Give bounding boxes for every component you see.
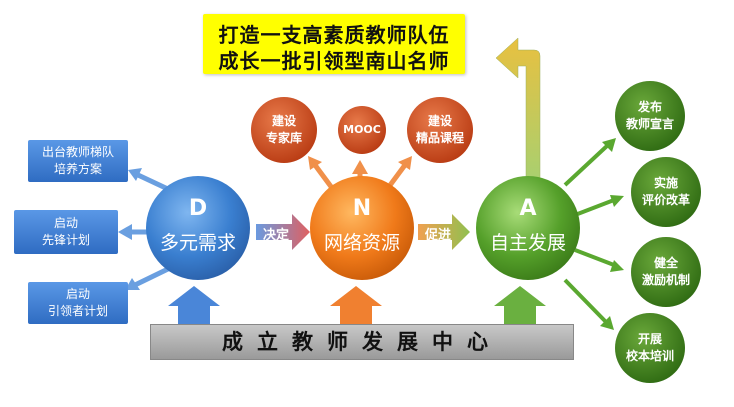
right-incentive-line2: 激励机制 [641, 273, 690, 287]
resource-circle-courses [407, 97, 473, 163]
right-circle-incentive [631, 237, 701, 307]
stage-letter-n: N [352, 196, 372, 221]
right-circle-reform [631, 157, 701, 227]
foundation-bar: 成立教师发展中心 [150, 324, 574, 360]
right-reform-text: 实施 评价改革 [631, 175, 701, 209]
title-line-2: 成长一批引领型南山名师 [218, 49, 450, 73]
title-line-1: 打造一支高素质教师队伍 [218, 23, 450, 47]
resource-mooc-line1: MOOC [343, 123, 381, 136]
left-box-leader-line2: 引领者计划 [47, 304, 108, 318]
left-box-ladder [28, 140, 128, 182]
resource-expert-line1: 建设 [271, 114, 296, 128]
connector-decide-label: 决定 [262, 228, 289, 243]
right-arrows [563, 138, 624, 330]
right-reform-line1: 实施 [653, 176, 678, 190]
left-box-pioneer [14, 210, 118, 254]
resource-circle-expert [251, 97, 317, 163]
left-box-leader [28, 282, 128, 324]
foundation-arrows [168, 286, 546, 326]
resource-mooc-text: MOOC [338, 123, 386, 137]
connector-promote-label: 促进 [424, 228, 451, 243]
connector-decide [256, 214, 310, 250]
left-box-pioneer-line2: 先锋计划 [41, 233, 90, 247]
left-box-ladder-text: 出台教师梯队 培养方案 [28, 144, 128, 178]
right-training-text: 开展 校本培训 [615, 331, 685, 365]
title-box: 打造一支高素质教师队伍 成长一批引领型南山名师 [203, 14, 465, 74]
resource-expert-text: 建设 专家库 [251, 113, 317, 147]
up-arrow-to-title [495, 37, 541, 183]
left-box-ladder-line2: 培养方案 [53, 162, 102, 176]
right-declaration-line2: 教师宣言 [625, 117, 674, 131]
right-declaration-line1: 发布 [637, 100, 662, 114]
right-circle-declaration [615, 81, 685, 151]
resource-expert-line2: 专家库 [265, 131, 302, 145]
left-arrows [118, 168, 172, 290]
right-circle-training [615, 313, 685, 383]
right-declaration-text: 发布 教师宣言 [615, 99, 685, 133]
left-box-leader-text: 启动 引领者计划 [28, 286, 128, 320]
stage-label-n: 网络资源 [323, 232, 400, 254]
stage-circle-n [310, 176, 414, 280]
connector-promote [418, 214, 470, 250]
resource-courses-line2: 精品课程 [415, 131, 464, 145]
right-training-line2: 校本培训 [625, 349, 674, 363]
right-incentive-line1: 健全 [653, 256, 678, 270]
resource-courses-text: 建设 精品课程 [407, 113, 473, 147]
right-training-line1: 开展 [637, 332, 662, 346]
stage-letter-d: D [188, 196, 208, 221]
resource-courses-line1: 建设 [427, 114, 452, 128]
left-box-ladder-line1: 出台教师梯队 [41, 145, 114, 159]
left-box-pioneer-line1: 启动 [53, 216, 78, 230]
resource-circle-mooc [338, 106, 386, 154]
right-incentive-text: 健全 激励机制 [631, 255, 701, 289]
foundation-label: 成立教师发展中心 [222, 330, 502, 354]
left-box-leader-line1: 启动 [65, 287, 90, 301]
stage-label-d: 多元需求 [159, 232, 236, 254]
stage-label-a: 自主发展 [489, 232, 566, 254]
right-reform-line2: 评价改革 [641, 193, 690, 207]
stage-letter-a: A [519, 196, 537, 221]
stage-circle-a [476, 176, 580, 280]
left-box-pioneer-text: 启动 先锋计划 [14, 215, 118, 249]
stage-circle-d [146, 176, 250, 280]
